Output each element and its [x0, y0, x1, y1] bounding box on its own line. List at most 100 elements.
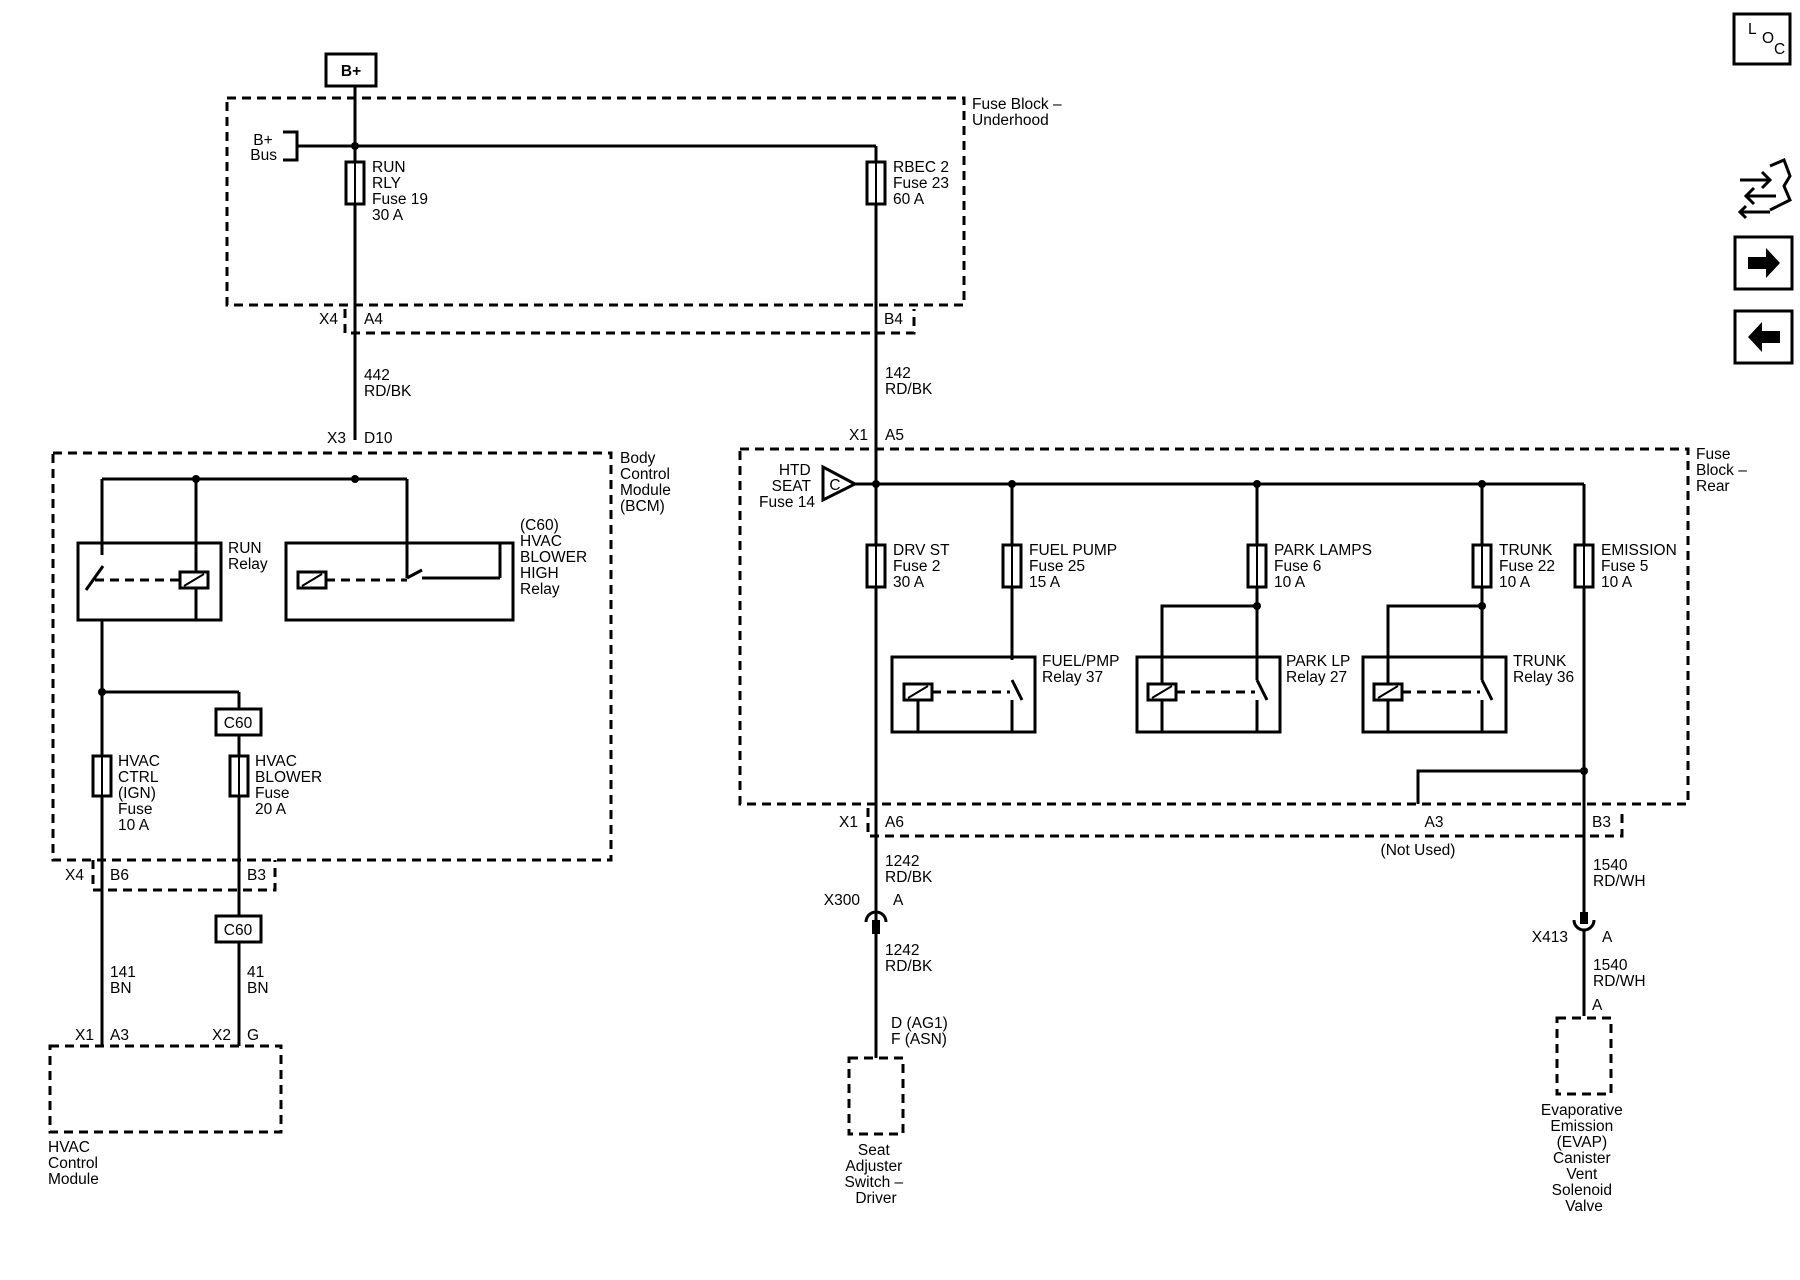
- previous-page-button[interactable]: [1733, 309, 1794, 365]
- relay-trunk-box: [1361, 655, 1508, 734]
- pin-a3-rear-label: A3: [1425, 814, 1444, 831]
- x300-pin-symbol: [872, 920, 880, 934]
- blower-relay-switch-arm: [406, 568, 423, 580]
- location-icon[interactable]: L O C: [1732, 12, 1792, 66]
- hvac-control-module-outline: [48, 1044, 283, 1134]
- htd-seat-pointer-letter: C: [829, 477, 840, 494]
- bus-junction-dot: [351, 142, 359, 150]
- fuse-run-rly-label: RUN RLY Fuse 19 30 A: [372, 159, 432, 224]
- relay-trunk-label: TRUNK Relay 36: [1513, 653, 1574, 686]
- wire-1242-label-lower: 1242 RD/BK: [885, 942, 933, 975]
- hvac-x1-label: X1: [75, 1027, 94, 1044]
- arrow-left-icon: [1748, 322, 1780, 352]
- c60-label-bottom: C60: [224, 922, 253, 939]
- pin-b3-label: B3: [247, 867, 266, 884]
- bus-bracket: [283, 130, 299, 162]
- x300-pin-a-label: A: [893, 892, 904, 909]
- evap-valve-outline: [1555, 1016, 1613, 1096]
- relay-park-lp-switch-arm: [1255, 679, 1269, 701]
- bcm-title: Body Control Module (BCM): [620, 450, 675, 515]
- fuse-block-rear-title: Fuse Block – Rear: [1696, 446, 1751, 495]
- fuse-emission-label: EMISSION Fuse 5 10 A: [1601, 542, 1681, 591]
- blower-relay-label: (C60) HVAC BLOWER HIGH Relay: [520, 517, 592, 598]
- pin-d10-label: D10: [364, 430, 393, 447]
- bcm-x4-label: X4: [65, 867, 84, 884]
- wire-1540-label-lower: 1540 RD/WH: [1593, 957, 1646, 990]
- x3-connector-label: X3: [327, 430, 346, 447]
- hvac-control-module-title: HVAC Control Module: [48, 1139, 102, 1188]
- x413-pin-a-label: A: [1602, 929, 1613, 946]
- wire-142-label: 142 RD/BK: [885, 365, 933, 398]
- bplus-terminal-label: B+: [341, 63, 361, 80]
- pin-b6-label: B6: [110, 867, 129, 884]
- relay-trunk-switch-arm: [1480, 679, 1494, 701]
- rear-x1-top-label: X1: [849, 427, 868, 444]
- hvac-pin-a3-label: A3: [110, 1027, 129, 1044]
- c60-box-bottom: [214, 914, 263, 944]
- blower-relay-coil-slash: [301, 573, 323, 587]
- pin-a6-label: A6: [885, 814, 904, 831]
- rear-x1-bottom-label: X1: [839, 814, 858, 831]
- bcm-outline: [51, 451, 613, 862]
- relay-fuel-pump-box: [890, 655, 1037, 734]
- x300-connector-symbol: [864, 910, 888, 923]
- fuse-block-rear-outline: [738, 447, 1690, 806]
- htd-seat-fuse-label: HTD SEAT Fuse 14: [759, 462, 815, 511]
- fuse-park-lamps-label: PARK LAMPS Fuse 6 10 A: [1274, 542, 1376, 591]
- relay-fuel-pump-switch-arm: [1010, 679, 1024, 701]
- trunk-relay-coil-feed: [1386, 604, 1482, 684]
- relay-park-lp-label: PARK LP Relay 27: [1286, 653, 1354, 686]
- c60-box-top: [214, 707, 263, 737]
- relay-park-lp-box: [1135, 655, 1282, 734]
- svg-text:O: O: [1762, 30, 1774, 47]
- seat-switch-outline: [847, 1056, 905, 1136]
- fuse-hvac-ctrl-label: HVAC CTRL (IGN) Fuse 10 A: [118, 753, 164, 834]
- arrow-right-icon: [1748, 248, 1780, 278]
- park-relay-coil-feed: [1160, 604, 1257, 684]
- pin-a5-label: A5: [885, 427, 904, 444]
- wire-141-label: 141 BN: [110, 964, 140, 997]
- relay-fuel-pump-label: FUEL/PMP Relay 37: [1042, 653, 1124, 686]
- x413-connector-label: X413: [1532, 929, 1568, 946]
- next-page-button[interactable]: [1733, 235, 1794, 291]
- seat-switch-pins-label: D (AG1) F (ASN): [891, 1015, 952, 1048]
- wire-41-label: 41 BN: [247, 964, 269, 997]
- fuse-block-underhood-outline: [225, 96, 966, 307]
- x4-connector-label: X4: [319, 311, 338, 328]
- relay-trunk-coil-slash: [1377, 685, 1399, 699]
- run-relay-switch-arm: [84, 565, 105, 591]
- run-relay-coil-slash: [183, 573, 205, 587]
- emission-a3-branch: [1416, 769, 1584, 804]
- evap-pin-a-label: A: [1592, 997, 1603, 1014]
- rear-x1-lower-connector-outline: [866, 808, 1624, 838]
- hvac-x2-label: X2: [212, 1027, 231, 1044]
- c60-label-top: C60: [224, 715, 253, 732]
- relay-park-lp-coil-slash: [1151, 685, 1173, 699]
- svg-text:C: C: [1774, 41, 1785, 58]
- x4-connector-outline: [343, 309, 916, 335]
- relay-fuel-pump-coil-slash: [907, 685, 929, 699]
- not-used-label: (Not Used): [1381, 842, 1456, 859]
- pin-b3-rear-label: B3: [1592, 814, 1611, 831]
- fuse-rbec2-label: RBEC 2 Fuse 23 60 A: [893, 159, 953, 208]
- wire-1242-label-upper: 1242 RD/BK: [885, 853, 933, 886]
- svg-text:L: L: [1748, 21, 1757, 38]
- fuse-fuel-pump-label: FUEL PUMP Fuse 25 15 A: [1029, 542, 1121, 591]
- connector-end-view-icon[interactable]: [1737, 158, 1792, 220]
- x300-connector-label: X300: [824, 892, 861, 909]
- bplus-bus-label: B+ Bus: [250, 132, 277, 164]
- fuse-block-underhood-title: Fuse Block – Underhood: [972, 96, 1066, 129]
- fuse-hvac-blower-label: HVAC BLOWER Fuse 20 A: [255, 753, 327, 818]
- hvac-pin-g-label: G: [247, 1027, 259, 1044]
- run-relay-label: RUN Relay: [228, 540, 268, 573]
- seat-switch-title: Seat Adjuster Switch – Driver: [845, 1142, 908, 1207]
- pin-b4-label: B4: [884, 311, 903, 328]
- fuse-drv-st-label: DRV ST Fuse 2 30 A: [893, 542, 954, 591]
- x413-pin-symbol: [1580, 912, 1588, 924]
- pin-a4-label: A4: [364, 311, 383, 328]
- wire-442-label: 442 RD/BK: [364, 367, 412, 400]
- bcm-x4-connector-outline: [91, 860, 277, 892]
- htd-seat-pointer-triangle: [821, 464, 859, 503]
- fuse-trunk-label: TRUNK Fuse 22 10 A: [1499, 542, 1559, 591]
